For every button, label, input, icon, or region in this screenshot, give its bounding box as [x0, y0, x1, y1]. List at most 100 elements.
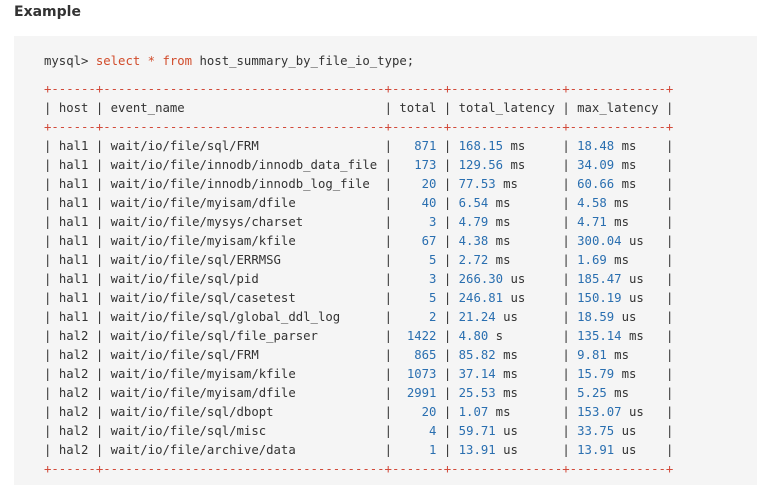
cell-value: hal1	[58, 158, 89, 172]
cell-unit: us	[621, 291, 644, 305]
query-line: mysql> select * from host_summary_by_fil…	[44, 52, 673, 71]
column-separator: |	[443, 196, 452, 210]
column-separator: |	[443, 253, 452, 267]
cell-value: 59.71 us	[459, 424, 518, 438]
cell-number: 865	[414, 348, 437, 362]
table-row: | hal1 | wait/io/file/sql/pid | 3 | 266.…	[44, 270, 673, 289]
cell-value: wait/io/file/myisam/dfile	[110, 386, 296, 400]
cell-value: 5	[429, 291, 436, 305]
cell-number: 5.25	[577, 386, 607, 400]
cell-unit: ms	[614, 177, 637, 191]
cell-value: 5	[429, 253, 436, 267]
cell-number: 2	[429, 310, 437, 324]
cell-number: 246.81	[458, 291, 504, 305]
table-row: | hal1 | wait/io/file/mysys/charset | 3 …	[44, 213, 673, 232]
cell-value: hal1	[58, 291, 89, 305]
column-separator: |	[666, 215, 674, 229]
cell-value: hal2	[58, 424, 89, 438]
column-separator: |	[95, 329, 104, 343]
section-heading: Example	[14, 4, 81, 20]
column-separator: |	[384, 310, 392, 324]
keyword-select: select	[95, 54, 141, 68]
column-separator: |	[384, 101, 392, 115]
column-separator: |	[666, 424, 674, 438]
cell-number: 4.58	[577, 196, 607, 210]
cell-value: 4.71 ms	[577, 215, 629, 229]
column-separator: |	[44, 405, 52, 419]
column-separator: |	[384, 386, 392, 400]
column-separator: |	[443, 386, 452, 400]
cell-number: 135.14	[577, 329, 622, 343]
column-separator: |	[443, 443, 452, 457]
cell-value: hal1	[58, 310, 89, 324]
cell-value: hal1	[58, 196, 89, 210]
cell-value: 20	[422, 405, 437, 419]
column-separator: |	[562, 177, 570, 191]
cell-value: 6.54 ms	[459, 196, 511, 210]
cell-number: 20	[421, 405, 437, 419]
column-separator: |	[384, 272, 392, 286]
cell-value: wait/io/file/sql/FRM	[110, 139, 259, 153]
cell-value: hal1	[58, 253, 89, 267]
cell-unit: ms	[488, 196, 511, 210]
cell-value: wait/io/file/sql/file_parser	[110, 329, 318, 343]
cell-number: 168.15	[458, 139, 504, 153]
column-separator: |	[666, 348, 674, 362]
cell-value: wait/io/file/myisam/dfile	[110, 196, 296, 210]
cell-value: 246.81 us	[459, 291, 526, 305]
table-row: | hal1 | wait/io/file/myisam/kfile | 67 …	[44, 232, 673, 251]
cell-number: 4.71	[577, 215, 607, 229]
table-row: | hal2 | wait/io/file/sql/misc | 4 | 59.…	[44, 422, 673, 441]
column-separator: |	[384, 177, 392, 191]
table-border: +------+--------------------------------…	[44, 80, 673, 99]
cell-value: 3	[429, 215, 436, 229]
cell-number: 20	[421, 177, 437, 191]
result-table: +------+--------------------------------…	[44, 80, 673, 479]
cell-unit: ms	[614, 158, 637, 172]
cell-unit: ms	[503, 139, 526, 153]
cell-value: wait/io/file/sql/global_ddl_log	[110, 310, 341, 324]
cell-value: 4.58 ms	[577, 196, 629, 210]
cell-value: 4.79 ms	[459, 215, 511, 229]
border-dashes: +------+--------------------------------…	[44, 120, 674, 134]
column-separator: |	[95, 386, 104, 400]
cell-value: 21.24 us	[459, 310, 518, 324]
column-separator: |	[95, 443, 104, 457]
cell-value: 60.66 ms	[577, 177, 636, 191]
column-separator: |	[384, 405, 392, 419]
cell-unit: s	[488, 329, 504, 343]
cell-unit: us	[495, 310, 518, 324]
cell-unit: ms	[614, 367, 637, 381]
column-separator: |	[384, 329, 392, 343]
cell-number: 300.04	[577, 234, 622, 248]
cell-unit: ms	[488, 234, 511, 248]
column-separator: |	[384, 424, 393, 438]
column-separator: |	[666, 253, 674, 267]
cell-value: 40	[422, 196, 437, 210]
column-separator: |	[443, 329, 452, 343]
cell-unit: ms	[606, 196, 629, 210]
sql-output: mysql> select * from host_summary_by_fil…	[44, 52, 673, 479]
table-row: | hal2 | wait/io/file/archive/data | 1 |…	[44, 441, 673, 460]
cell-value: 1073	[407, 367, 437, 381]
cell-value: 15.79 ms	[577, 367, 636, 381]
cell-unit: us	[614, 310, 637, 324]
cell-number: 33.75	[577, 424, 615, 438]
column-separator: |	[562, 272, 570, 286]
column-separator: |	[384, 291, 392, 305]
cell-value: hal2	[58, 367, 89, 381]
column-separator: |	[443, 177, 452, 191]
column-separator: |	[443, 272, 452, 286]
keyword-from: from	[162, 54, 193, 68]
column-separator: |	[666, 386, 674, 400]
cell-value: hal2	[58, 405, 89, 419]
column-separator: |	[562, 329, 570, 343]
cell-value: wait/io/file/sql/misc	[110, 424, 267, 438]
column-separator: |	[44, 272, 52, 286]
column-separator: |	[95, 253, 104, 267]
cell-value: 266.30 us	[459, 272, 526, 286]
column-separator: |	[384, 215, 392, 229]
column-separator: |	[443, 234, 452, 248]
cell-number: 13.91	[577, 443, 615, 457]
column-separator: |	[384, 158, 392, 172]
